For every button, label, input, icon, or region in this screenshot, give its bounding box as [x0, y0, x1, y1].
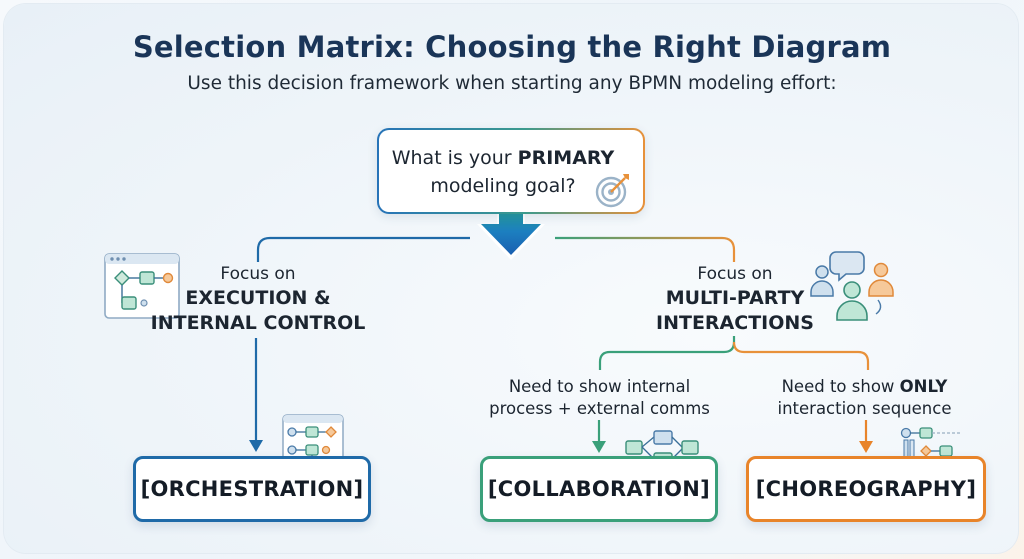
focus-execution-line1: EXECUTION &	[185, 287, 331, 309]
question-emphasis: PRIMARY	[517, 147, 615, 169]
page-subtitle: Use this decision framework when startin…	[187, 73, 837, 94]
people-chat-icon	[810, 251, 894, 321]
focus-multiparty-line1: MULTI-PARTY	[665, 287, 805, 309]
page-title: Selection Matrix: Choosing the Right Dia…	[132, 30, 892, 64]
arrowhead-collaboration	[592, 441, 606, 453]
arrowhead-choreography	[859, 441, 873, 453]
focus-multiparty: Focus on MULTI-PARTY INTERACTIONS	[620, 262, 850, 336]
focus-multiparty-line2: INTERACTIONS	[656, 312, 814, 334]
choreography-result-box: [CHOREOGRAPHY]	[746, 456, 986, 522]
orchestration-result-box: [ORCHESTRATION]	[133, 456, 371, 522]
question-suffix: modeling goal?	[430, 175, 576, 197]
collab-need-line2: process + external comms	[489, 399, 710, 418]
connector-split	[598, 336, 736, 370]
choreo-need-line1: Need to show ONLY	[781, 377, 948, 396]
goal-question-box: What is your PRIMARY modeling goal?	[377, 128, 645, 214]
focus-execution-label: Focus on	[220, 264, 296, 284]
connector-split-right	[732, 341, 870, 370]
connector-right	[555, 236, 736, 262]
focus-multiparty-label: Focus on	[697, 264, 773, 284]
choreo-need-line2: interaction sequence	[777, 399, 952, 418]
collab-need-line1: Need to show internal	[508, 377, 691, 396]
choreo-need-text: Need to show ONLY interaction sequence	[757, 376, 972, 420]
focus-execution-line2: INTERNAL CONTROL	[150, 312, 366, 334]
collaboration-result-box: [COLLABORATION]	[480, 456, 718, 522]
arrowhead-orchestration	[249, 440, 263, 452]
choreo-need-emphasis: ONLY	[899, 377, 948, 396]
focus-execution: Focus on EXECUTION & INTERNAL CONTROL	[143, 262, 373, 336]
process-window-icon	[104, 253, 180, 319]
connector-left	[256, 236, 470, 262]
collab-need-text: Need to show internal process + external…	[487, 376, 712, 420]
target-icon	[595, 174, 629, 208]
goal-question-text: What is your PRIMARY modeling goal?	[391, 147, 615, 197]
down-arrow-icon	[477, 203, 545, 260]
